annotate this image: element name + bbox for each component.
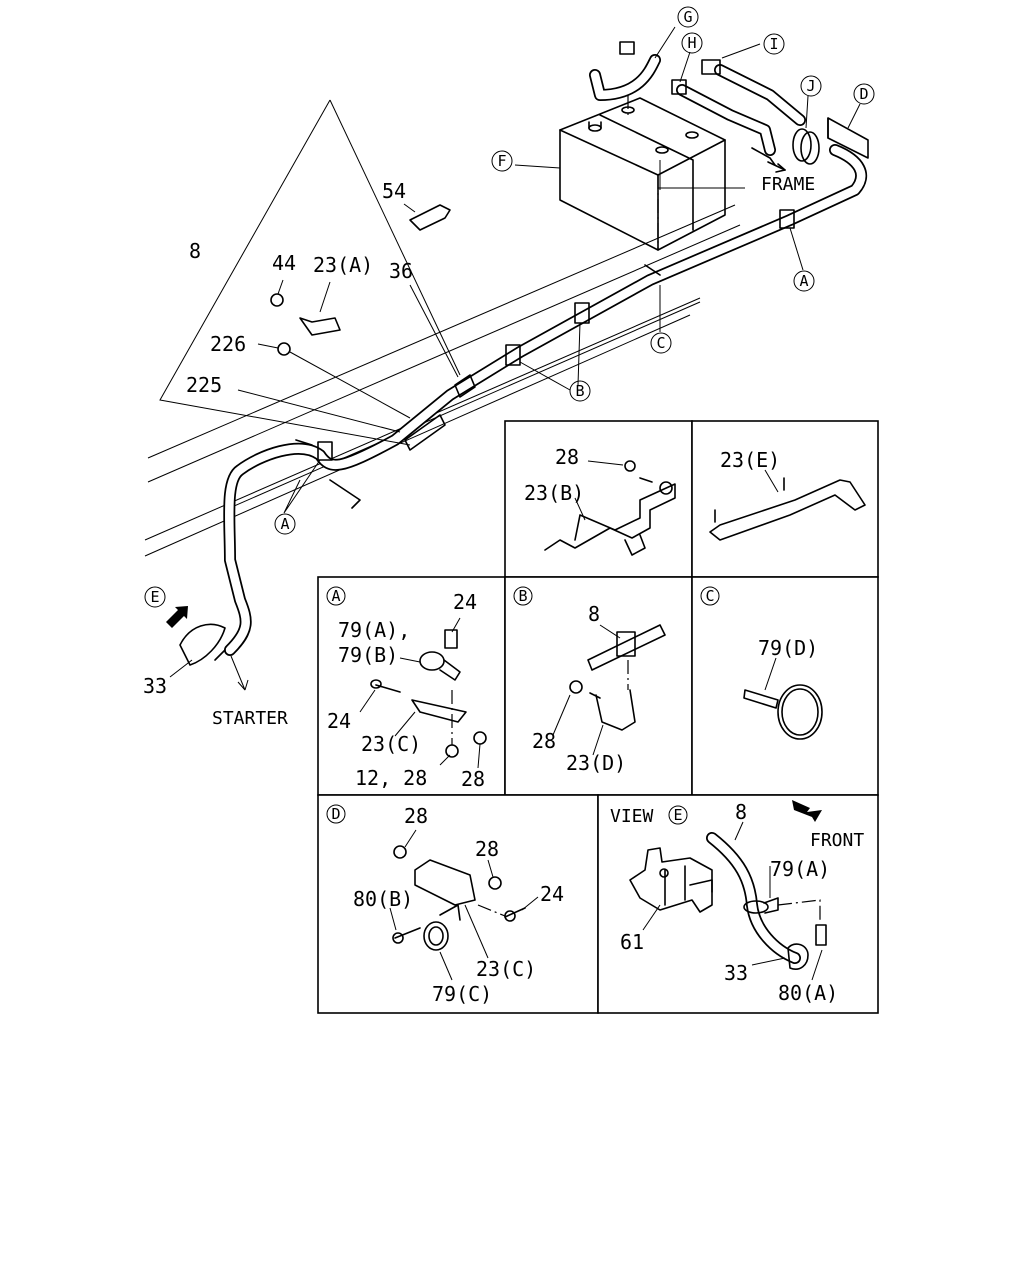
detail-a-label-79: 79(A), xyxy=(338,618,410,642)
svg-text:C: C xyxy=(656,334,665,352)
detail-d-label-79c: 79(C) xyxy=(432,982,492,1006)
frame-note: FRAME xyxy=(761,174,815,195)
detail-c-panel xyxy=(691,576,879,796)
detail-d-label-28b: 28 xyxy=(475,837,499,861)
detail-c: C 79(D) xyxy=(700,586,823,740)
detail-b2-label-28: 28 xyxy=(555,445,579,469)
detail-a-label-23c: 23(C) xyxy=(361,732,421,756)
view-e-panel xyxy=(597,794,879,1014)
detail-b-label-28: 28 xyxy=(532,729,556,753)
callout-h: H xyxy=(681,32,703,54)
callout-e: E xyxy=(144,586,166,608)
label-44: 44 xyxy=(272,251,296,275)
view-e-label-80a: 80(A) xyxy=(778,981,838,1005)
label-36: 36 xyxy=(389,259,413,283)
label-33: 33 xyxy=(143,674,167,698)
callout-c: C xyxy=(650,332,672,354)
detail-a-label-79b: 79(B) xyxy=(338,643,398,667)
detail-c-label-79d: 79(D) xyxy=(758,636,818,660)
detail-b-label-8: 8 xyxy=(588,602,600,626)
detail-a: A 24 79(A), 79(B) 24 23(C) 12, 28 28 xyxy=(326,586,487,791)
callout-d: D xyxy=(853,83,875,105)
leader-lines xyxy=(169,26,861,691)
svg-text:A: A xyxy=(799,272,808,290)
callout-j: J xyxy=(800,75,822,97)
callout-f: F xyxy=(491,150,513,172)
detail-b-label-23d: 23(D) xyxy=(566,751,626,775)
label-54: 54 xyxy=(382,179,406,203)
svg-text:B: B xyxy=(575,382,584,400)
svg-text:H: H xyxy=(687,34,696,52)
main-assembly: G H I J D F A C B A E 54 8 44 23(A) 36 2… xyxy=(143,6,875,729)
label-226: 226 xyxy=(210,332,246,356)
detail-e-panel xyxy=(691,420,879,578)
detail-b-panel xyxy=(504,576,693,796)
svg-text:G: G xyxy=(683,8,692,26)
callout-g: G xyxy=(677,6,699,28)
view-e-title: VIEW xyxy=(610,806,654,827)
view-e-label-79a: 79(A) xyxy=(770,857,830,881)
detail-a-label-28: 28 xyxy=(461,767,485,791)
svg-text:D: D xyxy=(859,85,868,103)
view-e-tag: E xyxy=(673,806,682,824)
view-e-label-8: 8 xyxy=(735,800,747,824)
detail-b-tag: B xyxy=(518,587,527,605)
label-8: 8 xyxy=(189,239,201,263)
detail-c-tag: C xyxy=(705,587,714,605)
callout-i: I xyxy=(763,33,785,55)
starter-note: STARTER xyxy=(212,708,288,729)
detail-a-label-1228: 12, 28 xyxy=(355,766,427,790)
callout-a2: A xyxy=(274,513,296,535)
svg-text:I: I xyxy=(769,35,778,53)
detail-d-label-24: 24 xyxy=(540,882,564,906)
detail-b2-label-23b: 23(B) xyxy=(524,481,584,505)
grommet-and-bracket xyxy=(792,117,869,165)
detail-b2: 28 23(B) xyxy=(524,445,676,556)
svg-text:J: J xyxy=(806,77,815,95)
battery-pack xyxy=(559,95,726,251)
view-e-arrow-icon xyxy=(166,606,188,628)
svg-text:A: A xyxy=(280,515,289,533)
detail-d: D 28 28 80(B) 24 23(C) 79(C) xyxy=(326,804,564,1006)
detail-e: 23(E) xyxy=(709,448,866,541)
view-e: VIEW E FRONT 8 79(A) 61 33 80(A) xyxy=(610,800,864,1005)
callout-triangle xyxy=(159,99,461,446)
detail-d-label-23c: 23(C) xyxy=(476,957,536,981)
detail-d-label-80b: 80(B) xyxy=(353,887,413,911)
detail-a-label-24a: 24 xyxy=(453,590,477,614)
small-parts xyxy=(270,204,451,356)
svg-text:E: E xyxy=(150,588,159,606)
detail-d-tag: D xyxy=(331,805,340,823)
detail-a-label-24b: 24 xyxy=(327,709,351,733)
callout-b: B xyxy=(569,380,591,402)
detail-a-tag: A xyxy=(331,587,340,605)
main-cable xyxy=(179,144,867,666)
label-225: 225 xyxy=(186,373,222,397)
front-arrow-icon xyxy=(792,800,822,822)
view-e-label-61: 61 xyxy=(620,930,644,954)
battery-cables xyxy=(589,41,806,173)
detail-d-label-28a: 28 xyxy=(404,804,428,828)
view-e-label-33: 33 xyxy=(724,961,748,985)
callout-a1: A xyxy=(793,270,815,292)
detail-e-label-23e: 23(E) xyxy=(720,448,780,472)
label-23a: 23(A) xyxy=(313,253,373,277)
detail-b: B 8 28 23(D) xyxy=(513,586,666,775)
svg-text:F: F xyxy=(497,152,506,170)
front-label: FRONT xyxy=(810,830,864,851)
detail-a-panel xyxy=(317,576,506,796)
